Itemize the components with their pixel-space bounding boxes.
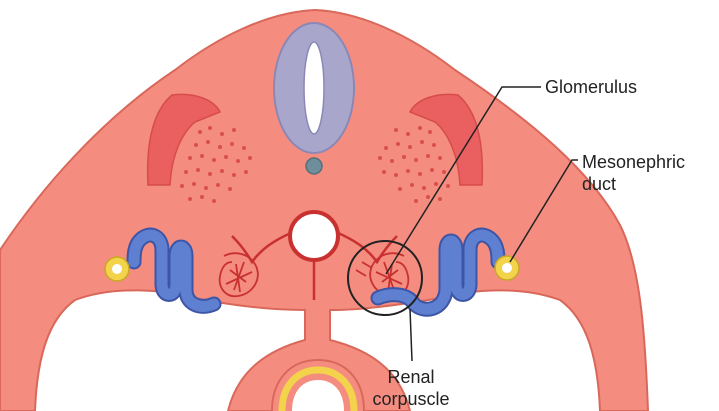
right-mesonephric-duct-lumen bbox=[502, 263, 512, 273]
renal-corpuscle-label-line-1: Renal bbox=[364, 366, 458, 388]
renal-corpuscle-label: Renal corpuscle bbox=[364, 366, 458, 410]
notochord bbox=[306, 158, 322, 174]
mesonephric-duct-label: Mesonephric duct bbox=[582, 151, 685, 195]
dorsal-aorta bbox=[290, 212, 338, 260]
neural-canal bbox=[304, 42, 324, 134]
glomerulus-label: Glomerulus bbox=[545, 76, 637, 98]
mesonephric-duct-label-line-1: Mesonephric bbox=[582, 151, 685, 173]
renal-corpuscle-leader-line bbox=[410, 309, 412, 361]
renal-corpuscle-label-line-2: corpuscle bbox=[364, 388, 458, 410]
left-mesonephric-duct-lumen bbox=[112, 264, 122, 274]
glomerulus-label-text: Glomerulus bbox=[545, 76, 637, 98]
mesonephric-duct-label-line-2: duct bbox=[582, 173, 685, 195]
